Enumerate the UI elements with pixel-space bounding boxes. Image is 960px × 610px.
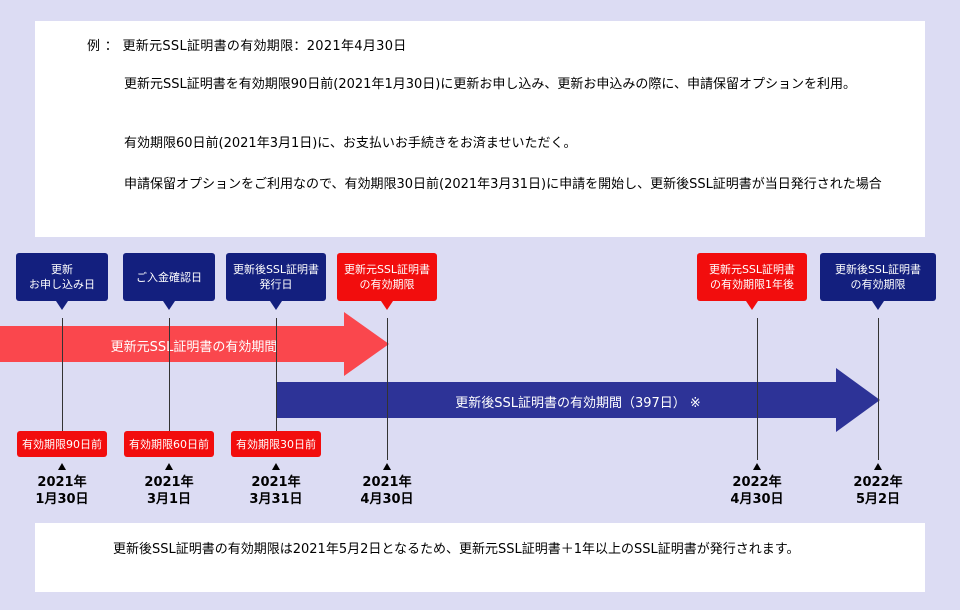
callout-renewed-expiry: 更新後SSL証明書 の有効期限 — [820, 253, 936, 310]
date-marker-triangle — [874, 463, 882, 470]
timeline-line-apply — [62, 318, 63, 431]
date-day: 3月31日 — [249, 492, 303, 507]
date-day: 4月30日 — [730, 492, 784, 507]
date-marker-triangle — [753, 463, 761, 470]
original-validity-arrow — [0, 312, 389, 376]
example-paragraph-3: 申請保留オプションをご利用なので、有効期限30日前(2021年3月31日)に申請… — [124, 177, 882, 192]
date-year: 2021年 — [251, 475, 301, 490]
date-2021-03-31: 2021年 3月31日 — [236, 474, 316, 508]
date-year: 2022年 — [853, 475, 903, 490]
badge-90-days-before: 有効期限90日前 — [17, 431, 107, 457]
example-heading: 例 ： 更新元SSL証明書の有効期限：2021年4月30日 — [87, 39, 407, 54]
original-validity-label: 更新元SSL証明書の有効期間 — [110, 340, 278, 355]
timeline-line-issue — [276, 318, 277, 431]
conclusion-text: 更新後SSL証明書の有効期限は2021年5月2日となるため、更新元SSL証明書＋… — [113, 542, 800, 557]
callout-payment-date: ご入金確認日 — [123, 253, 215, 310]
callout-application-date: 更新 お申し込み日 — [16, 253, 108, 310]
renewed-validity-label: 更新後SSL証明書の有効期間（397日） ※ — [455, 396, 701, 411]
date-2021-04-30: 2021年 4月30日 — [347, 474, 427, 508]
date-day: 4月30日 — [360, 492, 414, 507]
timeline-line-payment — [169, 318, 170, 431]
callout-original-expiry: 更新元SSL証明書 の有効期限 — [337, 253, 437, 310]
date-marker-triangle — [58, 463, 66, 470]
date-2021-01-30: 2021年 1月30日 — [22, 474, 102, 508]
date-day: 5月2日 — [855, 492, 901, 507]
badge-60-days-before: 有効期限60日前 — [124, 431, 214, 457]
date-day: 1月30日 — [35, 492, 89, 507]
date-year: 2021年 — [37, 475, 87, 490]
date-2021-03-01: 2021年 3月1日 — [129, 474, 209, 508]
date-year: 2021年 — [362, 475, 412, 490]
date-marker-triangle — [165, 463, 173, 470]
timeline-line-renewed-expiry — [878, 318, 879, 460]
callout-one-year-after: 更新元SSL証明書 の有効期限1年後 — [697, 253, 807, 310]
conclusion-panel: 更新後SSL証明書の有効期限は2021年5月2日となるため、更新元SSL証明書＋… — [35, 523, 925, 592]
date-day: 3月1日 — [146, 492, 192, 507]
badge-30-days-before: 有効期限30日前 — [231, 431, 321, 457]
date-marker-triangle — [272, 463, 280, 470]
date-year: 2021年 — [144, 475, 194, 490]
date-2022-05-02: 2022年 5月2日 — [838, 474, 918, 508]
date-marker-triangle — [383, 463, 391, 470]
callout-issue-date: 更新後SSL証明書 発行日 — [226, 253, 326, 310]
example-paragraph-1: 更新元SSL証明書を有効期限90日前(2021年1月30日)に更新お申し込み、更… — [124, 77, 856, 92]
date-2022-04-30: 2022年 4月30日 — [717, 474, 797, 508]
date-year: 2022年 — [732, 475, 782, 490]
renewed-validity-arrow — [276, 368, 880, 432]
timeline-line-original-expiry — [387, 318, 388, 460]
example-paragraph-2: 有効期限60日前(2021年3月1日)に、お支払いお手続きをお済ませいただく。 — [124, 136, 577, 151]
timeline-line-one-year — [757, 318, 758, 460]
example-panel: 例 ： 更新元SSL証明書の有効期限：2021年4月30日 更新元SSL証明書を… — [35, 21, 925, 237]
